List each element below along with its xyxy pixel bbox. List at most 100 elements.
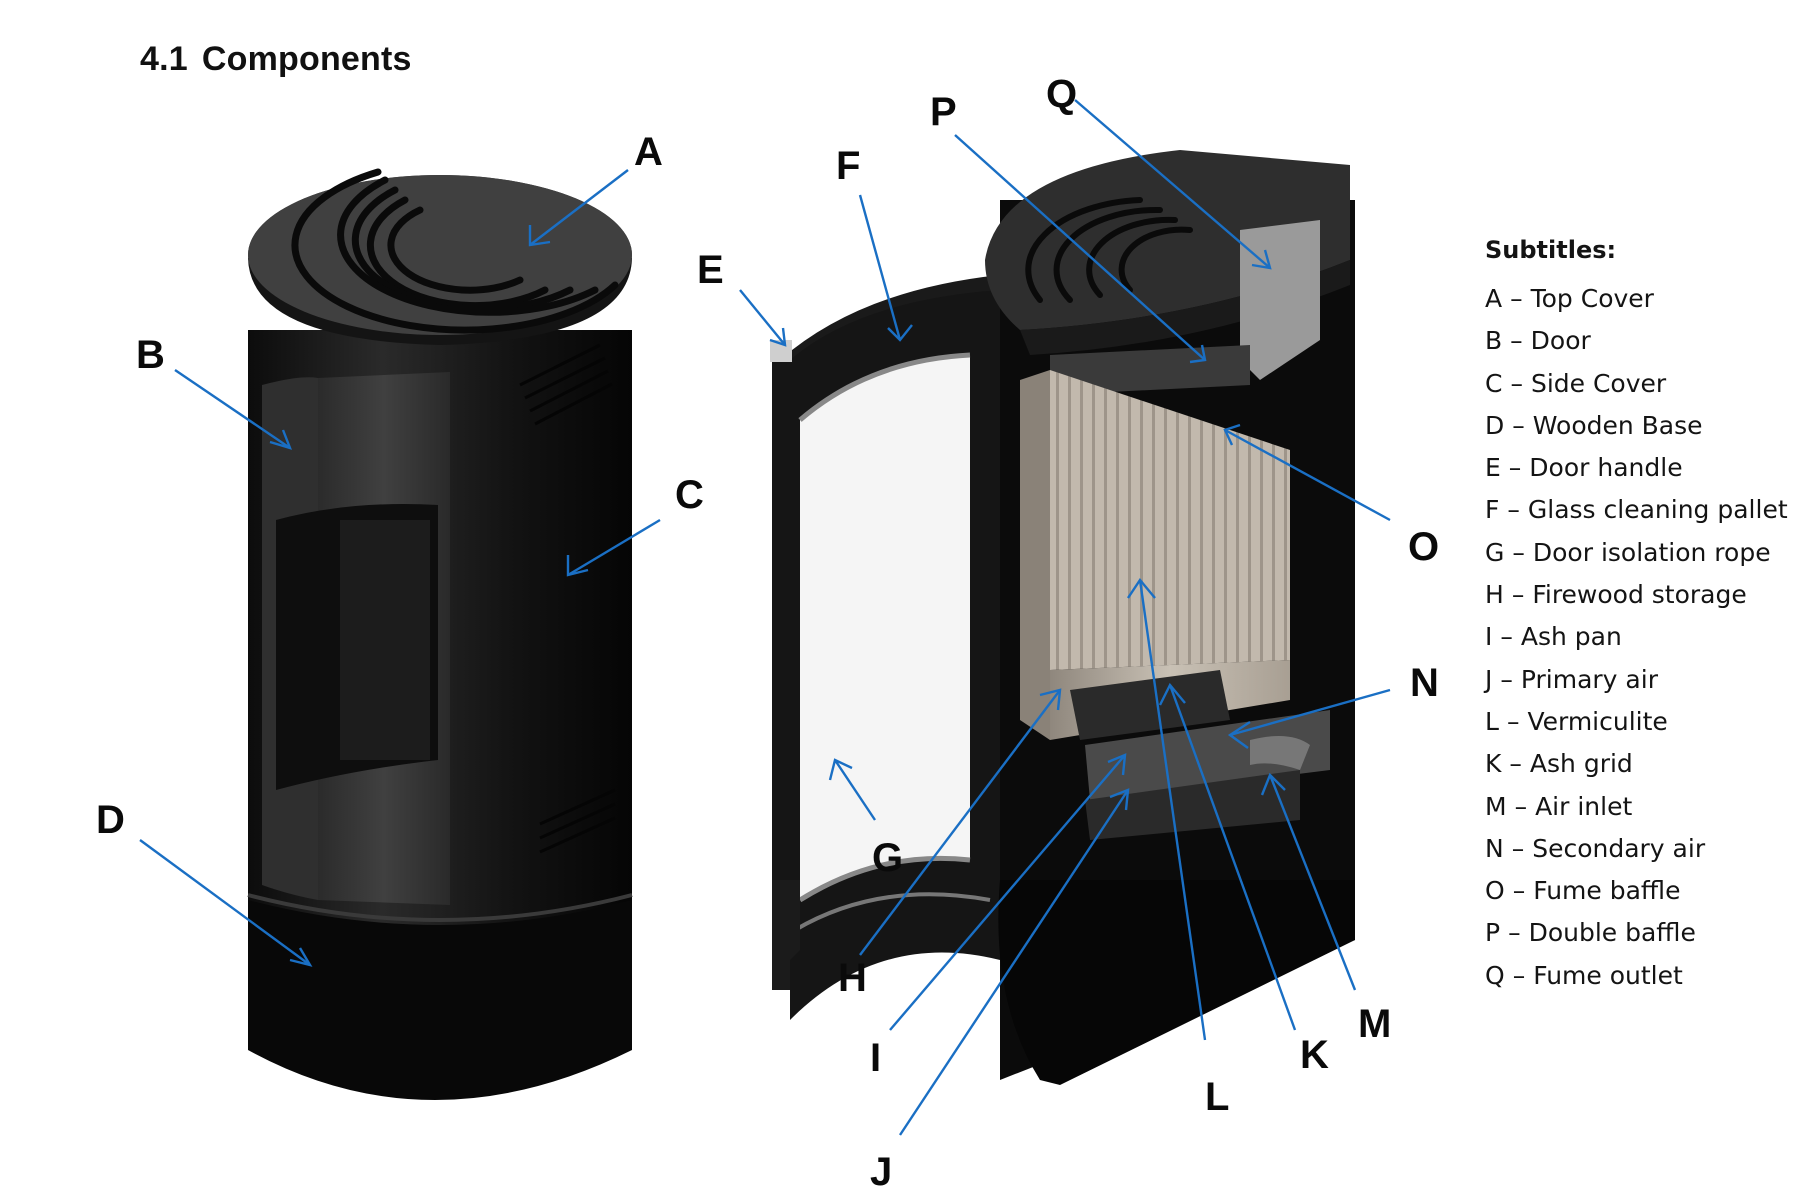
leader-m — [1268, 774, 1357, 991]
callout-p: P — [930, 90, 957, 134]
legend-key: D — [1485, 410, 1505, 440]
open-door — [770, 275, 1000, 1020]
legend-separator: – — [1508, 453, 1522, 483]
callout-d: D — [96, 798, 125, 842]
legend-item: M–Air inlet — [1485, 786, 1788, 828]
leader-q — [1074, 99, 1271, 269]
legend-key: I — [1485, 622, 1493, 652]
legend-key: A — [1485, 284, 1503, 313]
top-vent-slots — [291, 168, 619, 334]
legend-separator: – — [1509, 749, 1522, 779]
legend-label: Wooden Base — [1532, 410, 1703, 440]
legend-separator: – — [1510, 284, 1523, 313]
legend-key: G — [1485, 537, 1505, 567]
leader-b — [174, 369, 291, 449]
leader-n — [1229, 688, 1391, 737]
leader-j — [898, 789, 1130, 1136]
legend-item: D–Wooden Base — [1485, 405, 1788, 447]
leader-c — [567, 518, 661, 577]
legend-item: O–Fume baffle — [1485, 870, 1788, 912]
leader-h — [859, 689, 1061, 956]
callout-k: K — [1300, 1033, 1329, 1077]
legend-item: Q–Fume outlet — [1485, 955, 1788, 997]
legend-key: N — [1485, 833, 1504, 863]
callout-e: E — [697, 248, 724, 292]
legend-label: Glass cleaning pallet — [1527, 495, 1788, 525]
callout-m: M — [1358, 1002, 1392, 1046]
leader-g — [834, 759, 876, 821]
legend-item: F–Glass cleaning pallet — [1485, 489, 1788, 531]
section-heading: 4.1 Components — [140, 40, 412, 79]
leader-l — [1138, 579, 1207, 1041]
legend-label: Double baffle — [1528, 918, 1696, 948]
legend-label: Door isolation rope — [1532, 537, 1771, 567]
legend-separator: – — [1514, 791, 1528, 821]
callout-c: C — [675, 473, 704, 517]
legend-separator: – — [1511, 580, 1525, 610]
legend-label: Primary air — [1520, 664, 1658, 694]
leader-i — [889, 754, 1126, 1031]
legend-label: Door — [1530, 326, 1591, 356]
callout-f: F — [836, 144, 861, 188]
legend-separator: – — [1512, 410, 1525, 440]
legend-item: H–Firewood storage — [1485, 574, 1788, 616]
callout-j: J — [870, 1150, 893, 1194]
legend-separator: – — [1512, 876, 1526, 906]
legend-key: H — [1485, 580, 1504, 610]
legend-key: L — [1485, 706, 1499, 736]
legend-item: J–Primary air — [1485, 659, 1788, 701]
legend-key: O — [1485, 876, 1505, 906]
cutaway-stove — [985, 150, 1355, 1085]
callout-i: I — [870, 1036, 882, 1080]
legend-key: K — [1485, 749, 1502, 779]
callout-g: G — [872, 836, 904, 880]
legend-item: C–Side Cover — [1485, 363, 1788, 405]
callout-h: H — [838, 956, 867, 1000]
legend-label: Vermiculite — [1527, 706, 1668, 736]
legend-label: Door handle — [1529, 453, 1683, 483]
legend-separator: – — [1512, 537, 1525, 567]
legend-label: Secondary air — [1532, 833, 1706, 863]
legend-item: N–Secondary air — [1485, 828, 1788, 870]
callout-b: B — [136, 333, 165, 377]
callout-q: Q — [1046, 72, 1078, 116]
section-number: 4.1 — [140, 40, 188, 78]
leader-arrowheads — [269, 225, 1286, 967]
legend-separator: – — [1500, 664, 1513, 694]
legend-separator: – — [1506, 706, 1520, 736]
legend-label: Fume baffle — [1533, 876, 1681, 906]
ash-grid — [1070, 670, 1230, 740]
leader-p — [954, 134, 1206, 361]
legend-separator: – — [1512, 960, 1526, 990]
legend-label: Side Cover — [1530, 368, 1667, 398]
legend-item: P–Double baffle — [1485, 912, 1788, 954]
legend-key: C — [1485, 368, 1503, 398]
legend-label: Top Cover — [1530, 284, 1654, 313]
legend-item: G–Door isolation rope — [1485, 532, 1788, 574]
section-title: Components — [201, 40, 412, 78]
callout-o: O — [1408, 525, 1440, 569]
door-glass-inner — [800, 355, 970, 900]
leader-f — [858, 194, 902, 341]
leader-lines — [139, 99, 1391, 1136]
legend-label: Ash grid — [1529, 749, 1633, 779]
legend-item: I–Ash pan — [1485, 616, 1788, 658]
legend-item: E–Door handle — [1485, 447, 1788, 489]
vermiculite-panels — [1050, 370, 1290, 670]
legend-key: J — [1485, 664, 1493, 694]
legend-key: M — [1485, 791, 1507, 821]
legend-separator: – — [1500, 622, 1513, 652]
leader-k — [1168, 684, 1297, 1031]
legend-separator: – — [1511, 833, 1525, 863]
legend-label: Fume outlet — [1533, 960, 1683, 990]
legend-label: Firewood storage — [1532, 580, 1747, 610]
callout-a: A — [634, 130, 663, 174]
legend-separator: – — [1510, 326, 1523, 356]
leader-a — [529, 169, 629, 246]
legend-item: B–Door — [1485, 320, 1788, 362]
leader-o — [1224, 428, 1391, 522]
legend-item: L–Vermiculite — [1485, 701, 1788, 743]
door-handle — [770, 340, 792, 362]
legend-label: Ash pan — [1520, 622, 1622, 652]
